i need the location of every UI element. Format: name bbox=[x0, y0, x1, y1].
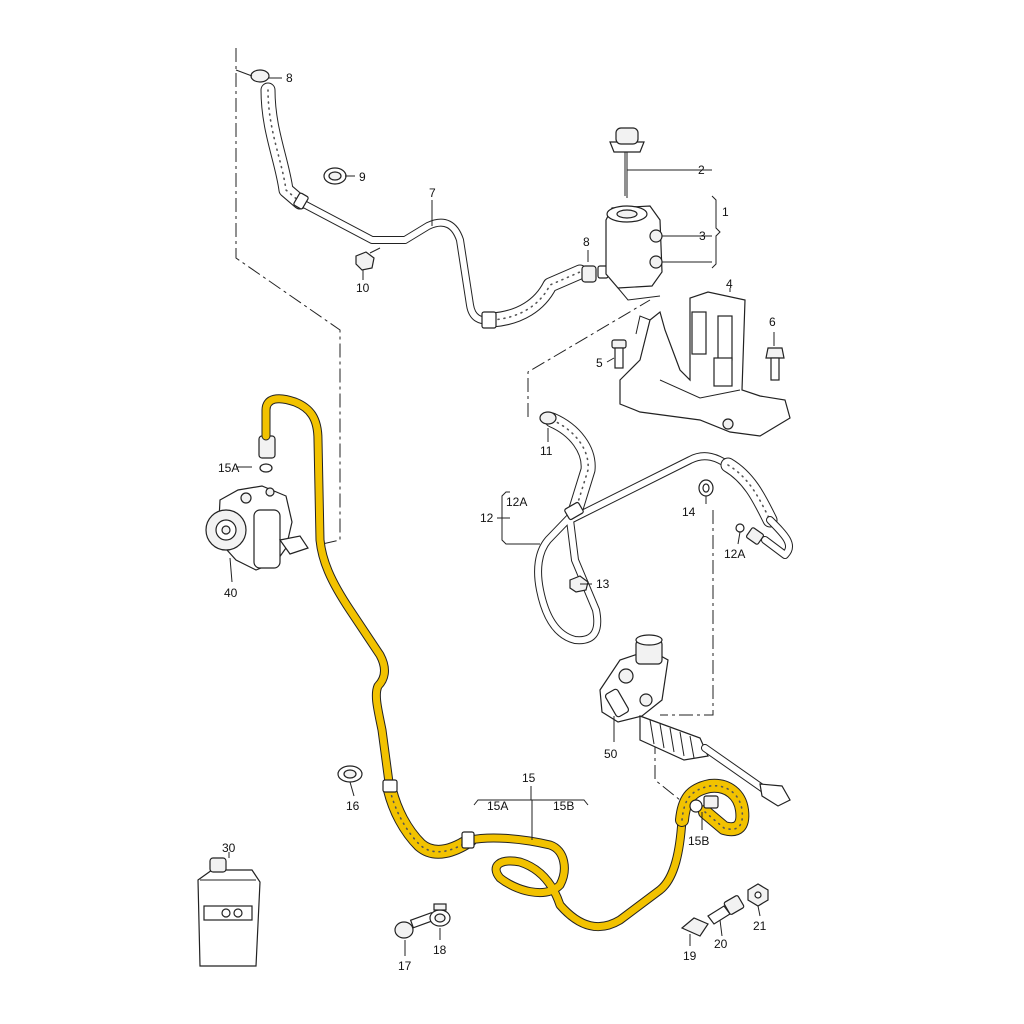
label-15A-top: 15A bbox=[487, 799, 508, 813]
label-30: 30 bbox=[222, 841, 236, 855]
reference-lines bbox=[235, 48, 714, 801]
bolt-6 bbox=[765, 347, 785, 381]
label-15A-left: 15A bbox=[218, 461, 239, 475]
callout-labels: 8 9 10 7 8 2 3 1 4 5 6 11 12A 12 13 14 1… bbox=[218, 71, 776, 973]
label-14: 14 bbox=[682, 505, 696, 519]
union-20 bbox=[707, 895, 745, 925]
steering-rack-50 bbox=[599, 634, 791, 807]
label-2: 2 bbox=[698, 163, 705, 177]
label-8-top: 8 bbox=[286, 71, 293, 85]
label-3: 3 bbox=[699, 229, 706, 243]
pressure-line-12 bbox=[534, 411, 793, 645]
fitting-12A-right bbox=[735, 523, 764, 545]
label-19: 19 bbox=[683, 949, 697, 963]
nut-13 bbox=[569, 575, 589, 593]
label-50: 50 bbox=[604, 747, 618, 761]
nut-10 bbox=[355, 247, 381, 271]
label-40: 40 bbox=[224, 586, 238, 600]
oil-canister-30 bbox=[197, 857, 261, 967]
label-17: 17 bbox=[398, 959, 412, 973]
clamp-9 bbox=[323, 167, 347, 185]
label-18: 18 bbox=[433, 943, 447, 957]
label-4: 4 bbox=[726, 277, 733, 291]
clamp-8-top bbox=[235, 69, 270, 83]
reservoir-1 bbox=[605, 205, 663, 301]
bolt-5 bbox=[611, 339, 627, 369]
nut-21 bbox=[747, 883, 769, 907]
label-6: 6 bbox=[769, 315, 776, 329]
label-15: 15 bbox=[522, 771, 536, 785]
pressure-hose-15-highlighted bbox=[261, 394, 750, 932]
bracket-4 bbox=[619, 291, 791, 437]
clamp-18 bbox=[429, 903, 451, 927]
label-12A-top: 12A bbox=[506, 495, 527, 509]
return-line-7 bbox=[260, 82, 588, 329]
label-13: 13 bbox=[596, 577, 610, 591]
dipstick-cap-2 bbox=[609, 127, 645, 198]
power-steering-pump-40 bbox=[205, 485, 309, 571]
label-7: 7 bbox=[429, 186, 436, 200]
label-9: 9 bbox=[359, 170, 366, 184]
label-21: 21 bbox=[753, 919, 767, 933]
label-8-reservoir: 8 bbox=[583, 235, 590, 249]
label-20: 20 bbox=[714, 937, 728, 951]
label-12A-right: 12A bbox=[724, 547, 745, 561]
label-11: 11 bbox=[540, 444, 553, 458]
clip-19 bbox=[680, 917, 709, 937]
washer-14 bbox=[698, 479, 714, 497]
fitting-15A-left bbox=[258, 435, 276, 473]
label-10: 10 bbox=[356, 281, 370, 295]
clamp-16 bbox=[337, 765, 363, 783]
bolt-17 bbox=[394, 911, 435, 939]
label-16: 16 bbox=[346, 799, 360, 813]
label-12: 12 bbox=[480, 511, 494, 525]
label-15B-top: 15B bbox=[553, 799, 574, 813]
leader-lines bbox=[228, 77, 775, 956]
label-1: 1 bbox=[722, 205, 729, 219]
clamp-8-reservoir bbox=[581, 265, 609, 283]
label-15B-right: 15B bbox=[688, 834, 709, 848]
label-5: 5 bbox=[596, 356, 603, 370]
